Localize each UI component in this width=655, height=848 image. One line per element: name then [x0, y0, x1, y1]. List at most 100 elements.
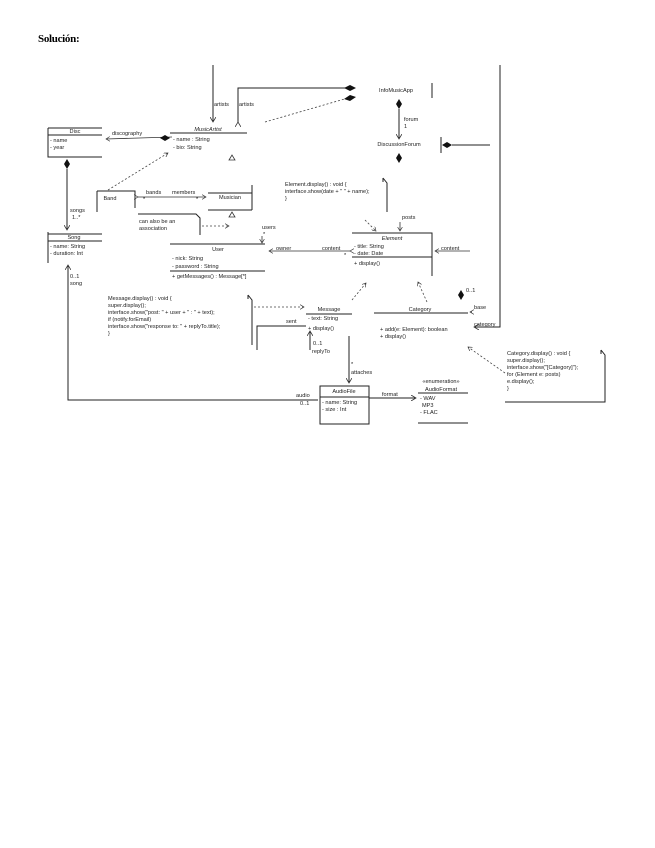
composition-diamond-icon	[344, 85, 356, 91]
class-name: Message	[318, 307, 341, 313]
composition-diamond-icon	[396, 99, 402, 109]
multiplicity: 0..1	[300, 401, 309, 407]
note-line: super.display();	[507, 358, 545, 364]
multiplicity: 1	[404, 124, 407, 130]
note-line: for (Element e: posts)	[507, 372, 561, 378]
class-discussion-forum[interactable]: DiscussionForum	[377, 137, 442, 153]
class-name: Song	[67, 235, 80, 241]
class-name: Element	[382, 236, 403, 242]
note-line: Category.display() : void {	[507, 351, 570, 357]
note-line: super.display();	[108, 303, 146, 309]
class-music-artist[interactable]: MusicArtist - name : String - bio: Strin…	[170, 127, 247, 151]
association-label: category	[474, 322, 496, 328]
attribute: - text: String	[308, 316, 338, 322]
operation: + add(e: Element): boolean	[380, 327, 448, 333]
association-label: content	[322, 246, 341, 252]
association-label: members	[172, 190, 196, 196]
enum-audio-format[interactable]: «enumeration» AudioFormat - WAV MP3 - FL…	[418, 379, 468, 424]
multiplicity: *	[351, 362, 354, 368]
multiplicity: *	[143, 197, 146, 203]
class-name: InfoMusicApp	[379, 88, 413, 94]
class-name: Disc	[70, 129, 81, 135]
class-name: Band	[103, 196, 116, 202]
association-label: base	[474, 305, 486, 311]
class-info-music-app[interactable]: InfoMusicApp	[379, 83, 433, 98]
multiplicity: 1..*	[72, 215, 81, 221]
attribute: - name: String	[50, 244, 85, 250]
class-song[interactable]: Song - name: String - duration: Int	[47, 232, 102, 263]
association-label: sent	[286, 319, 297, 325]
note-association: can also be an association	[138, 213, 201, 235]
note-line: can also be an	[139, 219, 175, 225]
note-element-display: Element.display() : void { interface.sho…	[285, 177, 388, 212]
composition-diamond-icon	[160, 135, 170, 141]
note-line: }	[285, 196, 287, 202]
class-element[interactable]: Element - title: String - date: Date + d…	[352, 232, 433, 276]
operation: + getMessages() : Message[*]	[172, 274, 247, 280]
composition-diamond-icon	[396, 153, 402, 163]
enum-literal: - FLAC	[420, 410, 438, 416]
note-line: interface.show("response to: " + replyTo…	[108, 324, 221, 330]
class-band[interactable]: Band	[96, 190, 136, 212]
operation: + display()	[308, 326, 334, 332]
composition-diamond-icon	[344, 95, 356, 101]
note-line: if (notify.forEmail)	[108, 317, 151, 323]
operation: + display()	[354, 261, 380, 267]
class-name: User	[212, 247, 224, 253]
association-label: song	[70, 281, 82, 287]
attribute: - duration: Int	[50, 251, 83, 257]
association-label: users	[262, 225, 276, 231]
attribute: - size : Int	[322, 407, 347, 413]
attribute: - name : String	[173, 137, 210, 143]
class-musician[interactable]: Musician	[208, 185, 253, 211]
composition-diamond-icon	[442, 142, 452, 148]
note-line: interface.show(date + " " + name);	[285, 189, 370, 195]
association-label: artists	[239, 102, 254, 108]
attribute: - name: String	[322, 400, 357, 406]
class-name: Musician	[219, 195, 241, 201]
note-category-display: Category.display() : void { super.displa…	[505, 349, 606, 403]
note-line: Element.display() : void {	[285, 182, 347, 188]
class-audio-file[interactable]: AudioFile - name: String - size : Int	[319, 385, 370, 425]
enum-literal: - WAV	[420, 396, 436, 402]
note-message-display: Message.display() : void { super.display…	[108, 294, 253, 345]
multiplicity: *	[344, 253, 347, 259]
multiplicity: 0..1	[313, 341, 322, 347]
class-message[interactable]: Message - text: String + display()	[306, 307, 352, 332]
class-category[interactable]: Category + add(e: Element): boolean + di…	[374, 307, 468, 340]
note-line: Message.display() : void {	[108, 296, 172, 302]
association-label: format	[382, 392, 398, 398]
association-label: songs	[70, 208, 85, 214]
note-line: association	[139, 226, 167, 232]
association-label: artists	[214, 102, 229, 108]
association-label: content	[441, 246, 460, 252]
note-line: interface.show("[Category]");	[507, 365, 579, 371]
association-label: audio	[296, 393, 310, 399]
attribute: - password : String	[172, 264, 219, 270]
note-line: }	[507, 386, 509, 392]
note-line: interface.show("post: " + user + " : " +…	[108, 310, 215, 316]
association-label: attaches	[351, 370, 372, 376]
class-name: AudioFormat	[425, 387, 457, 393]
class-disc[interactable]: Disc - name - year	[47, 127, 102, 158]
association-label: bands	[146, 190, 161, 196]
solution-heading: Solución:	[38, 33, 80, 45]
generalization-triangle-icon	[228, 154, 236, 161]
multiplicity: *	[196, 197, 199, 203]
note-line: }	[108, 331, 110, 337]
note-line: e.display();	[507, 379, 535, 385]
stereotype: «enumeration»	[422, 379, 459, 385]
enum-literal: MP3	[422, 403, 434, 409]
association-label: discography	[112, 131, 142, 137]
composition-diamond-icon	[64, 159, 70, 169]
multiplicity: 0..1	[70, 274, 79, 280]
attribute: - bio: String	[173, 145, 202, 151]
class-user[interactable]: User - nick: String - password : String …	[170, 243, 265, 280]
association-label: owner	[276, 246, 291, 252]
class-name: AudioFile	[332, 389, 355, 395]
association-label: forum	[404, 117, 419, 123]
multiplicity: *	[263, 232, 266, 238]
operation: + display()	[380, 334, 406, 340]
attribute: - year	[50, 145, 64, 151]
